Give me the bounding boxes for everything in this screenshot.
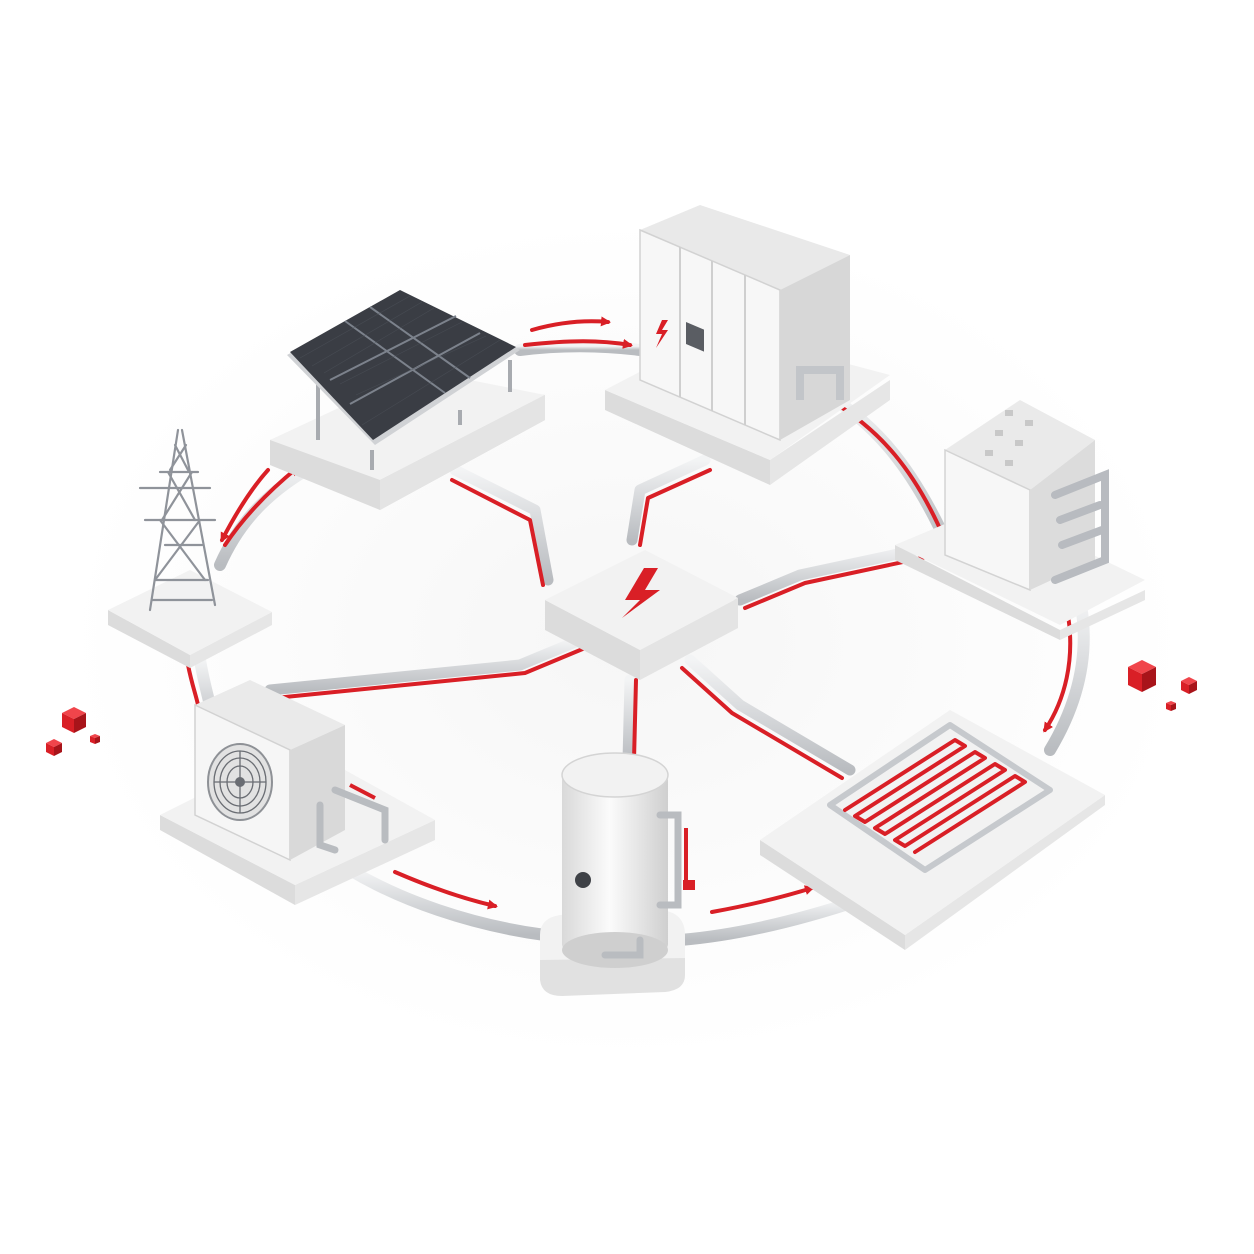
hydrogen-unit-node <box>895 400 1145 640</box>
central-hub-node <box>545 550 738 680</box>
arrow-tank-to-heating <box>710 885 815 914</box>
hub-spokes <box>264 454 947 780</box>
transmission-tower-icon <box>138 428 217 612</box>
arrow-solar-to-storage-2 <box>523 338 633 349</box>
arrow-solar-to-storage <box>530 316 611 332</box>
hot-water-tank-node <box>540 752 695 996</box>
solar-panel-icon <box>287 290 520 470</box>
underfloor-heating-node <box>760 710 1105 950</box>
lightning-icon <box>656 320 668 348</box>
pipe-connector <box>796 366 844 400</box>
arrow-heatpump-to-tank <box>393 870 498 910</box>
arrow-grid-to-heatpump <box>186 663 200 707</box>
power-grid-node <box>108 428 272 668</box>
battery-cabinet-icon <box>639 205 850 442</box>
hydrogen-unit-icon <box>944 400 1109 592</box>
fan-icon <box>207 743 273 821</box>
heating-coil-icon <box>827 722 1053 873</box>
battery-storage-node <box>605 205 890 485</box>
arrow-solar-to-grid <box>220 468 270 543</box>
solar-panel-node <box>270 290 545 510</box>
decorative-cubes-right <box>1128 660 1197 711</box>
lightning-icon <box>622 568 660 618</box>
heat-pump-node <box>160 680 435 905</box>
decorative-cubes-left <box>46 707 100 756</box>
water-tank-icon <box>561 752 695 968</box>
arrow-grid-to-solar <box>223 466 300 547</box>
heat-pump-unit <box>194 680 389 862</box>
